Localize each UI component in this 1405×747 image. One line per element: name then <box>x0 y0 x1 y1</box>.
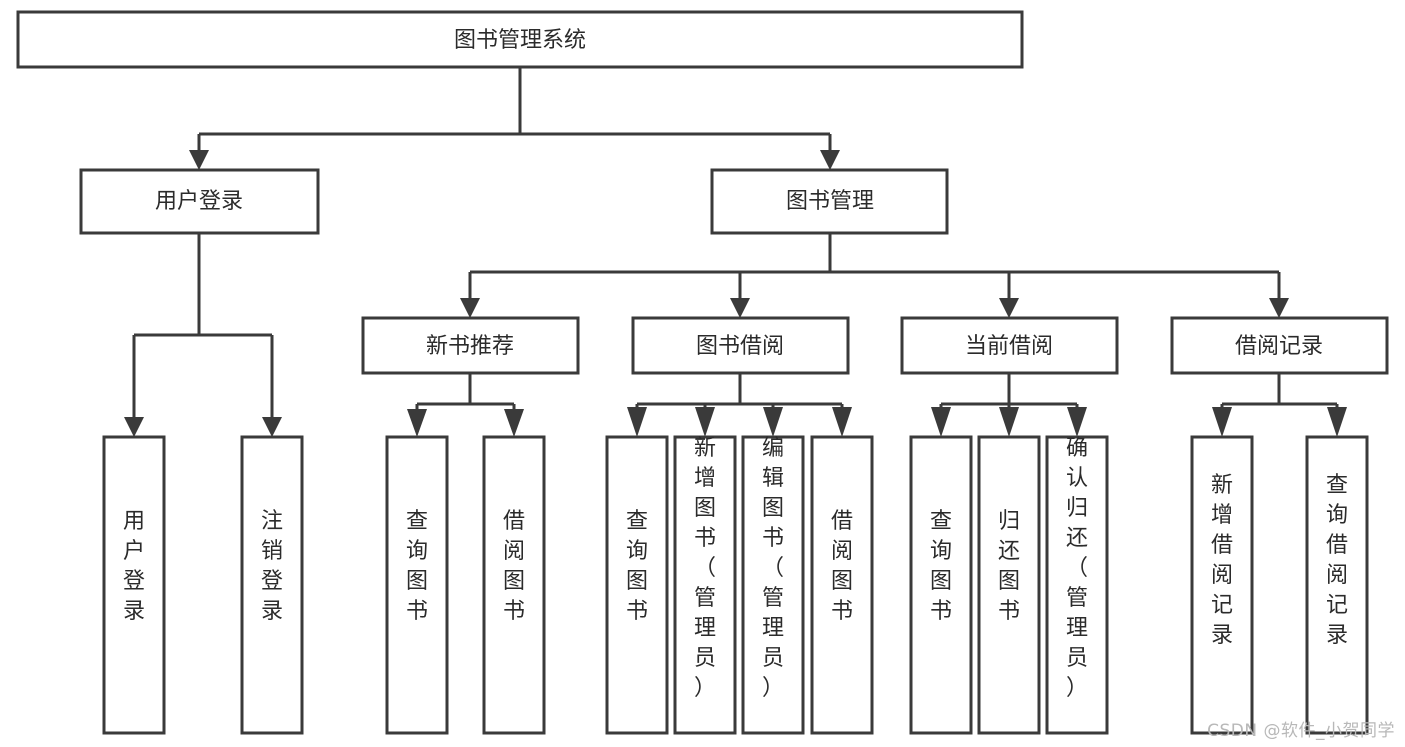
node-book-borrow[interactable]: 图书借阅 <box>631 316 850 375</box>
leaf-br-add-record-box[interactable] <box>1190 435 1254 735</box>
leaf-nb-borrow-book-box[interactable] <box>482 435 546 735</box>
connectors-user-login-to-leaves <box>124 233 282 437</box>
arrow-head-borrow-record <box>1269 298 1289 318</box>
arrow-head-nb-leaf-2 <box>504 409 524 437</box>
leaf-bb-borrow-book-label: 借阅图书 <box>831 509 853 624</box>
arrow-head-br-leaf-1 <box>1212 407 1232 437</box>
arrow-head-nb-leaf-1 <box>407 409 427 437</box>
leaf-node[interactable]: 注销登录 <box>240 435 304 735</box>
node-user-login[interactable]: 用户登录 <box>79 168 320 235</box>
connectors-root-to-level2 <box>189 67 840 170</box>
arrow-head-cb-leaf-3 <box>1067 407 1087 437</box>
connectors-book-mgmt-to-level3 <box>460 233 1289 318</box>
leaf-user-login-box[interactable] <box>102 435 166 735</box>
leaf-cb-return-book-label: 归还图书 <box>998 509 1020 624</box>
arrow-head-bb-leaf-4 <box>832 407 852 437</box>
leaf-br-query-record-box[interactable] <box>1305 435 1369 735</box>
node-new-book-recommend[interactable]: 新书推荐 <box>361 316 580 375</box>
arrow-head-cb-leaf-2 <box>999 407 1019 437</box>
leaf-bb-borrow-book-box[interactable] <box>810 435 874 735</box>
arrow-head-bb-leaf-1 <box>627 407 647 437</box>
leaf-node[interactable]: 新增借阅记录 <box>1190 435 1254 735</box>
node-borrow-record-box[interactable] <box>1170 316 1389 375</box>
node-user-login-box[interactable] <box>79 168 320 235</box>
leaf-cb-return-book-box[interactable] <box>977 435 1041 735</box>
connectors-borrow-record-to-leaves <box>1212 373 1347 437</box>
node-root-label: 图书管理系统 <box>454 28 586 53</box>
leaf-bb-query-book-label: 查询图书 <box>626 509 648 624</box>
node-new-book-recommend-box[interactable] <box>361 316 580 375</box>
connectors-new-book-to-leaves <box>407 373 524 437</box>
leaf-br-add-record-label: 新增借阅记录 <box>1211 473 1233 648</box>
leaf-nb-query-book-label: 查询图书 <box>406 509 428 624</box>
connectors-current-borrow-to-leaves <box>931 373 1087 437</box>
leaf-br-query-record-label: 查询借阅记录 <box>1326 473 1348 648</box>
leaf-node[interactable]: 查询借阅记录 <box>1305 435 1369 735</box>
node-root[interactable]: 图书管理系统 <box>16 10 1024 69</box>
node-book-management-label: 图书管理 <box>786 189 874 214</box>
node-borrow-record-label: 借阅记录 <box>1235 334 1323 359</box>
leaf-node[interactable]: 新增图书（管理员） <box>673 435 737 735</box>
node-root-box[interactable] <box>16 10 1024 69</box>
leaf-node[interactable]: 编辑图书（管理员） <box>741 435 805 735</box>
leaf-logout-box[interactable] <box>240 435 304 735</box>
arrow-head-book-borrow <box>730 298 750 318</box>
leaf-logout-label: 注销登录 <box>261 509 283 624</box>
leaf-cb-confirm-return-label: 确认归还（管理员） <box>1066 436 1088 701</box>
leaf-bb-edit-book-label: 编辑图书（管理员） <box>762 436 784 701</box>
leaf-bb-edit-book-box[interactable] <box>741 435 805 735</box>
leaf-nb-query-book-box[interactable] <box>385 435 449 735</box>
leaf-nb-borrow-book-label: 借阅图书 <box>503 509 525 624</box>
leaf-node[interactable]: 查询图书 <box>385 435 449 735</box>
arrow-head-user-login <box>189 150 209 170</box>
leaf-user-login-label: 用户登录 <box>123 509 145 624</box>
leaf-bb-add-book-label: 新增图书（管理员） <box>694 436 716 701</box>
arrow-head-bb-leaf-2 <box>695 407 715 437</box>
leaf-cb-query-book-box[interactable] <box>909 435 973 735</box>
node-current-borrow[interactable]: 当前借阅 <box>900 316 1119 375</box>
leaf-node[interactable]: 借阅图书 <box>810 435 874 735</box>
watermark-text: CSDN @软件_小贺同学 <box>1207 721 1395 741</box>
node-borrow-record[interactable]: 借阅记录 <box>1170 316 1389 375</box>
arrow-head-current-borrow <box>999 298 1019 318</box>
node-book-management[interactable]: 图书管理 <box>710 168 949 235</box>
leaf-node[interactable]: 确认归还（管理员） <box>1045 435 1109 735</box>
node-book-borrow-box[interactable] <box>631 316 850 375</box>
node-new-book-recommend-label: 新书推荐 <box>426 334 514 359</box>
connectors-book-borrow-to-leaves <box>627 373 852 437</box>
node-user-login-label: 用户登录 <box>155 189 243 214</box>
arrow-head-bb-leaf-3 <box>763 407 783 437</box>
arrow-head-leaf-logout <box>262 417 282 437</box>
arrow-head-book-mgmt <box>820 150 840 170</box>
node-current-borrow-box[interactable] <box>900 316 1119 375</box>
leaf-bb-query-book-box[interactable] <box>605 435 669 735</box>
leaf-bb-add-book-box[interactable] <box>673 435 737 735</box>
arrow-head-leaf-user-login <box>124 417 144 437</box>
node-current-borrow-label: 当前借阅 <box>965 334 1053 359</box>
leaf-node[interactable]: 查询图书 <box>605 435 669 735</box>
node-book-borrow-label: 图书借阅 <box>696 334 784 359</box>
leaf-node[interactable]: 归还图书 <box>977 435 1041 735</box>
leaf-node[interactable]: 借阅图书 <box>482 435 546 735</box>
arrow-head-br-leaf-2 <box>1327 407 1347 437</box>
leaf-node[interactable]: 用户登录 <box>102 435 166 735</box>
arrow-head-new-book <box>460 298 480 318</box>
leaf-cb-confirm-return-box[interactable] <box>1045 435 1109 735</box>
leaf-node[interactable]: 查询图书 <box>909 435 973 735</box>
arrow-head-cb-leaf-1 <box>931 407 951 437</box>
node-book-management-box[interactable] <box>710 168 949 235</box>
leaf-cb-query-book-label: 查询图书 <box>930 509 952 624</box>
